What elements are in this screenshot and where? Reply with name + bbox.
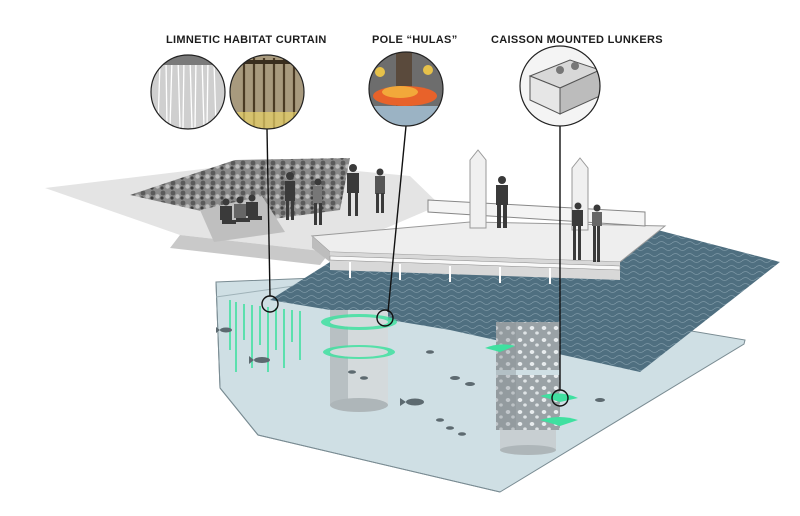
people <box>220 164 602 262</box>
pole-hulas <box>321 310 397 412</box>
label-caisson-mounted-lunkers: CAISSON MOUNTED LUNKERS <box>491 34 663 46</box>
label-pole-hulas: POLE “HULAS” <box>372 34 458 46</box>
photo-limnetic-1 <box>151 55 225 129</box>
label-limnetic-habitat-curtain: LIMNETIC HABITAT CURTAIN <box>166 34 327 46</box>
photo-caisson-lunkers <box>520 46 600 126</box>
callout-leaders <box>261 125 569 407</box>
fish <box>216 327 605 436</box>
caisson-lunkers <box>485 322 578 455</box>
limnetic-curtain <box>229 300 301 372</box>
